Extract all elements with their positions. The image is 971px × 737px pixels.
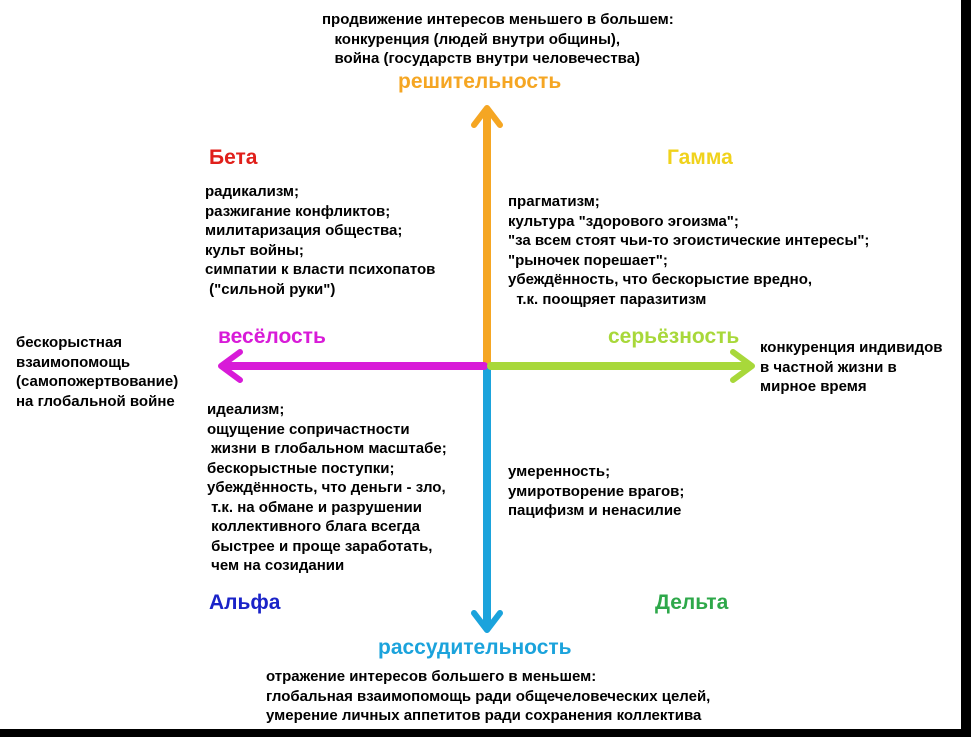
quadrant-text-alpha: идеализм; ощущение сопричастности жизни … xyxy=(207,401,447,574)
right-caption: конкуренция индивидов в частной жизни в … xyxy=(760,339,943,395)
bottom-caption: отражение интересов большего в меньшем: … xyxy=(266,668,711,724)
axes xyxy=(218,105,755,633)
arrowhead-right xyxy=(730,349,755,383)
axis-label-cheerfulness: весёлость xyxy=(218,325,326,348)
quadrant-name-alpha: Альфа xyxy=(209,591,281,614)
quadrant-name-beta: Бета xyxy=(209,146,258,169)
arrowhead-left xyxy=(218,349,243,383)
quadrant-text-beta: радикализм; разжигание конфликтов; милит… xyxy=(205,183,436,298)
diagram-canvas: продвижение интересов меньшего в большем… xyxy=(0,0,961,729)
quadrant-text-gamma: прагматизм; культура "здорового эгоизма"… xyxy=(508,193,870,308)
top-caption: продвижение интересов меньшего в большем… xyxy=(322,11,674,67)
axis-label-prudence: рассудительность xyxy=(378,636,572,659)
arrowhead-up xyxy=(471,105,503,128)
arrowhead-down xyxy=(471,610,503,633)
quadrant-name-gamma: Гамма xyxy=(667,146,733,169)
quadrant-text-delta: умеренность; умиротворение врагов; пациф… xyxy=(508,463,685,519)
quadrant-name-delta: Дельта xyxy=(655,591,729,614)
axis-label-seriousness: серьёзность xyxy=(608,325,740,348)
left-caption: бескорыстная взаимопомощь (самопожертвов… xyxy=(16,334,179,410)
axis-label-decisiveness: решительность xyxy=(398,70,562,93)
